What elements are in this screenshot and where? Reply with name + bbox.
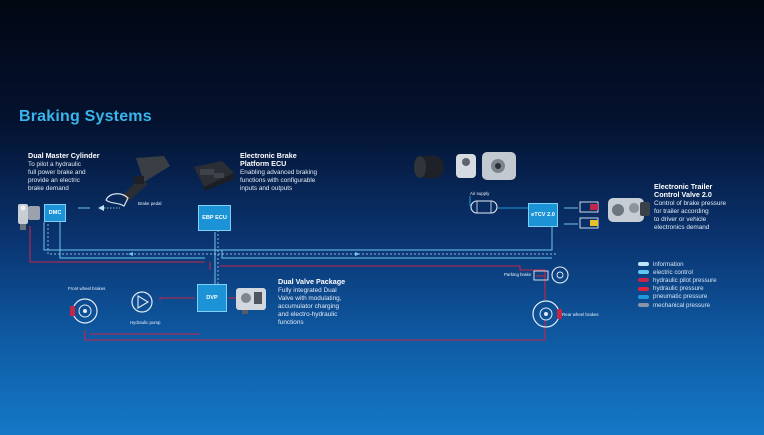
dmc-desc-1: To pilot a hydraulic	[28, 161, 81, 168]
air-supply-label: Air supply	[470, 191, 490, 196]
dmc-box[interactable]: DMC	[44, 204, 66, 222]
brake-disc-icon	[533, 266, 569, 284]
legend-item: information	[638, 260, 717, 268]
ebp-desc-1: Enabling advanced braking	[240, 169, 318, 176]
dvp-heading: Dual Valve Package	[278, 277, 346, 286]
legend-label: hydraulic pilot pressure	[653, 276, 717, 284]
pump-icon	[131, 291, 153, 313]
legend-swatch	[638, 262, 649, 267]
legend-item: mechanical pressure	[638, 301, 717, 309]
legend-swatch	[638, 270, 649, 275]
parking-brake-label: Parking brake	[504, 272, 532, 277]
ebp-heading-2: Platform ECU	[240, 159, 287, 168]
compressor-icon	[414, 152, 516, 180]
legend-swatch	[638, 303, 649, 308]
legend: information electric control hydraulic p…	[638, 260, 717, 309]
etcv-heading-2: Control Valve 2.0	[654, 190, 712, 199]
legend-swatch	[638, 278, 649, 283]
dual-valve-package-icon	[236, 288, 266, 314]
dvp-desc-3: accumulator charging	[278, 303, 340, 310]
ebp-desc-3: inputs and outputs	[240, 185, 293, 192]
dvp-desc-2: Valve with modulating,	[278, 295, 342, 302]
dvp-desc-5: functions	[278, 319, 304, 326]
hydraulic-pump-label: Hydraulic pump	[130, 320, 161, 325]
rear-wheel-brakes-label: Rear wheel brakes	[562, 312, 599, 317]
etcv-desc-4: electronics demand	[654, 224, 710, 231]
ebp-ecu-box[interactable]: EBP ECU	[198, 205, 231, 231]
trailer-valve-icon	[608, 198, 650, 222]
ebp-heading-1: Electronic Brake	[240, 151, 297, 160]
etcv-desc-1: Control of brake pressure	[654, 200, 727, 207]
dvp-desc-4: and electro-hydraulic	[278, 311, 338, 318]
dvp-box[interactable]: DVP	[197, 284, 227, 312]
brake-pedal-label: Brake pedal	[138, 201, 162, 206]
page-title: Braking Systems	[19, 108, 152, 125]
dmc-desc-3: provide an electric	[28, 177, 80, 184]
brake-pedal-icon	[105, 156, 170, 207]
etcv-desc-2: for trailer according	[654, 208, 709, 215]
legend-swatch	[638, 286, 649, 291]
tank-icon	[470, 200, 498, 214]
dmc-desc-4: brake demand	[28, 185, 69, 192]
dual-master-cylinder-icon	[18, 204, 40, 230]
dvp-desc-1: Fully integrated Dual	[278, 287, 337, 294]
legend-item: hydraulic pressure	[638, 285, 717, 293]
dmc-heading: Dual Master Cylinder	[28, 151, 100, 160]
etcv-box[interactable]: eTCV 2.0	[528, 203, 558, 227]
ecu-icon	[194, 161, 234, 191]
front-wheel-brakes-label: Front wheel brakes	[68, 286, 106, 291]
dmc-desc-2: full power brake and	[28, 169, 86, 176]
legend-label: hydraulic pressure	[653, 285, 704, 293]
legend-item: pneumatic pressure	[638, 293, 717, 301]
legend-item: hydraulic pilot pressure	[638, 276, 717, 284]
etcv-heading-1: Electronic Trailer	[654, 182, 713, 191]
chamber-icon	[579, 201, 599, 229]
brake-disc-icon	[532, 300, 562, 328]
legend-swatch	[638, 294, 649, 299]
legend-label: information	[653, 260, 684, 268]
legend-item: electric control	[638, 268, 717, 276]
brake-disc-icon	[70, 298, 98, 324]
ebp-desc-2: functions with configurable	[240, 177, 316, 184]
legend-label: electric control	[653, 268, 693, 276]
legend-label: mechanical pressure	[653, 301, 711, 309]
etcv-desc-3: to driver or vehicle	[654, 216, 707, 223]
legend-label: pneumatic pressure	[653, 293, 708, 301]
